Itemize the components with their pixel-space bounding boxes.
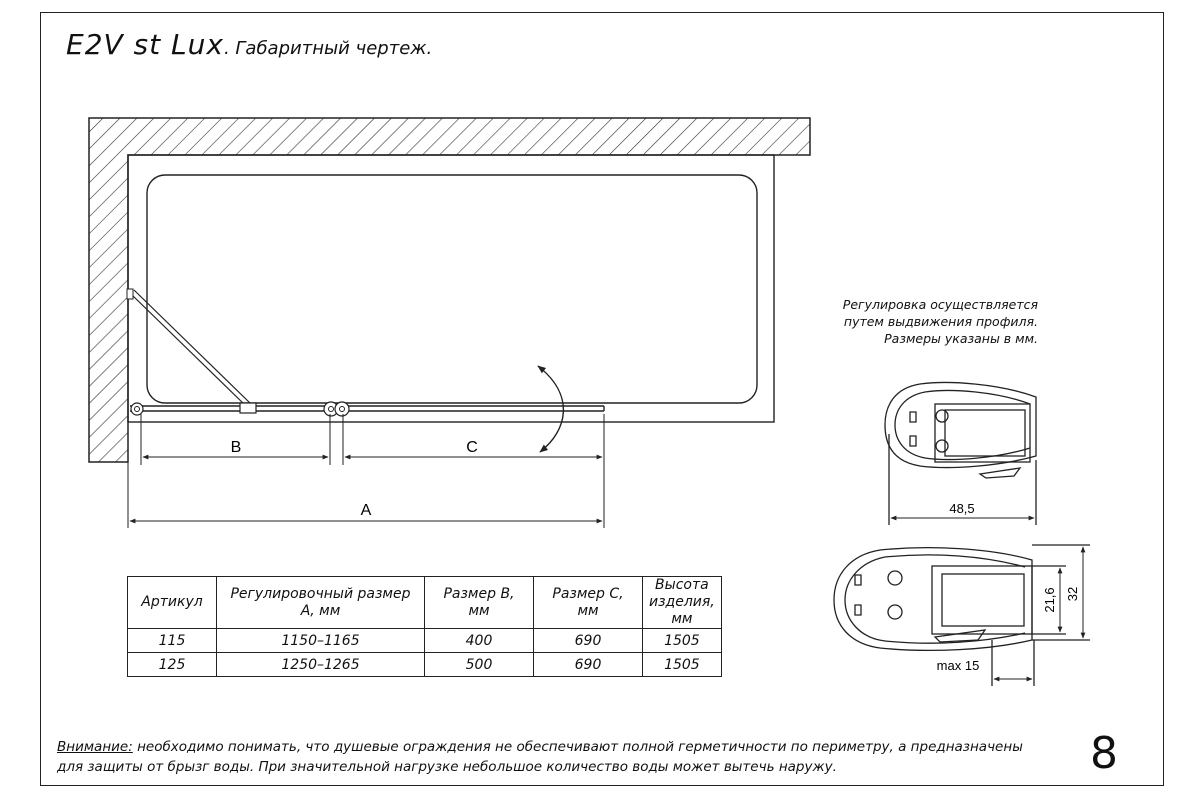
table-row: 125 1250–1265 500 690 1505 [127,652,722,677]
sheet-frame [40,12,1164,786]
spec-table: Артикул Регулировочный размер А, мм Разм… [127,576,722,677]
hinge-center [323,401,350,417]
table-cell: 1505 [642,652,722,677]
table-cell: 1250–1265 [216,652,425,677]
table-header: Размер С, мм [533,576,643,629]
warning-text-1: необходимо понимать, что душевые огражде… [132,739,1023,755]
drawing-title: E2V st Lux. Габаритный чертеж. [66,28,432,61]
table-cell: 1505 [642,628,722,653]
warning-line-1: Внимание: необходимо понимать, что душев… [57,737,1023,757]
warning-note: Внимание: необходимо понимать, что душев… [57,737,1023,777]
profile-max-extension-label: max 15 [937,658,980,673]
table-header-row: Артикул Регулировочный размер А, мм Разм… [127,576,722,629]
table-cell: 400 [424,628,534,653]
table-header: Регулировочный размер А, мм [216,576,425,629]
swing-arrow [537,365,565,453]
table-cell: 1150–1165 [216,628,425,653]
dimension-lines [127,414,605,528]
adjustment-note-line-2: путем выдвижения профиля. [843,314,1038,329]
table-row: 115 1150–1165 400 690 1505 [127,628,722,653]
table-header: Высота изделия, мм [642,576,722,629]
warning-line-2: для защиты от брызг воды. При значительн… [57,759,837,775]
adjustment-note-line-1: Регулировка осуществляется [842,297,1038,312]
dim-a-label: A [361,502,372,519]
page-number: 8 [1090,728,1118,779]
bathtub-outline [127,154,775,423]
adjustment-note-line-3: Размеры указаны в мм. [884,331,1038,346]
glass-panel [126,288,605,417]
table-cell: 115 [127,628,217,653]
table-header: Артикул [127,576,217,629]
profile-width-label: 48,5 [949,501,974,516]
profile-height-total-label: 32 [1065,587,1080,601]
table-cell: 690 [533,652,643,677]
warning-lead: Внимание: [57,739,133,755]
dim-c-label: C [466,439,478,456]
drawing-subtitle: . Габаритный чертеж. [223,38,433,59]
dim-b-label: B [231,439,242,456]
table-header: Размер В, мм [424,576,534,629]
table-cell: 500 [424,652,534,677]
profile-height-inner-label: 21,6 [1042,587,1057,612]
table-cell: 125 [127,652,217,677]
model-name: E2V st Lux [66,28,224,61]
hinge-left [130,402,144,416]
table-cell: 690 [533,628,643,653]
profile-section-bottom [833,544,1090,686]
profile-section-top [884,381,1037,525]
